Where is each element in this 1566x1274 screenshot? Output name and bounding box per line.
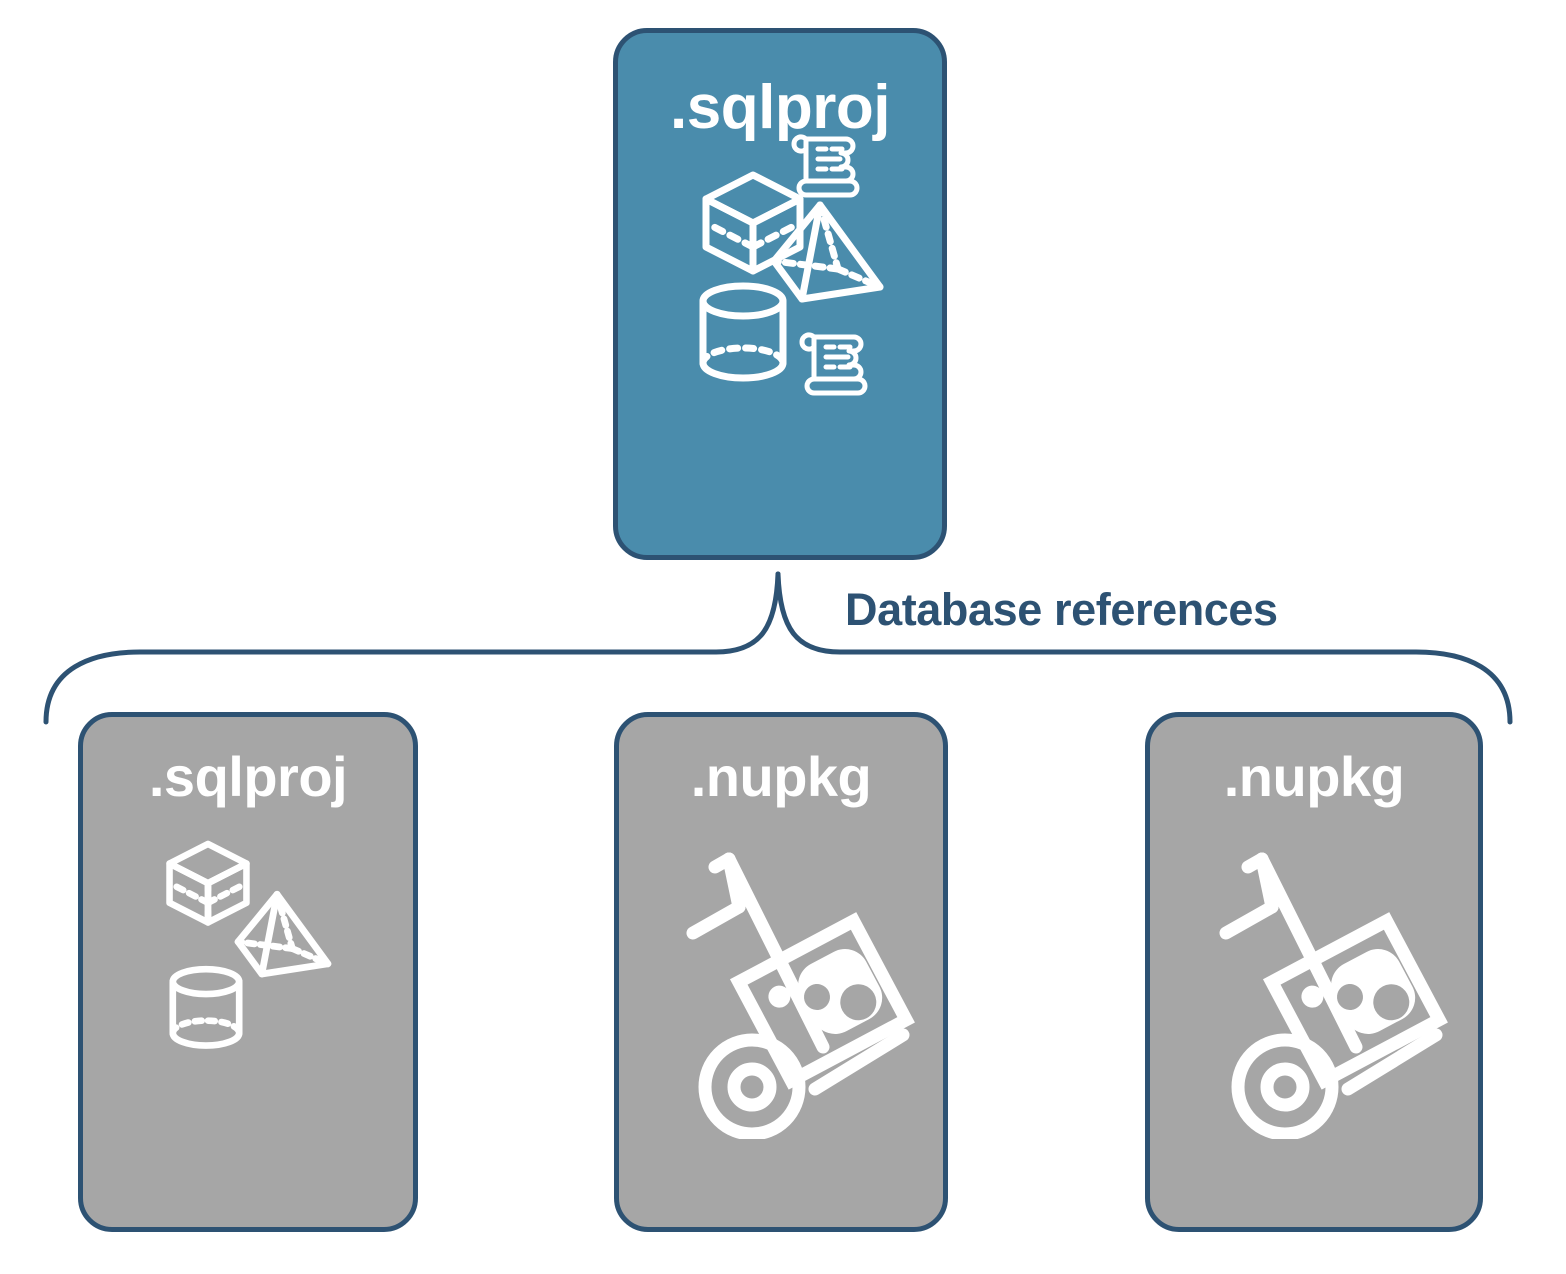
node-ref-nupkg-1[interactable]: .nupkg [614, 712, 948, 1232]
node-art-ref-nupkg-2 [1150, 805, 1478, 1227]
scroll-icon [799, 332, 868, 396]
node-title-ref-sqlproj: .sqlproj [148, 745, 348, 808]
node-title-ref-nupkg-2: .nupkg [1223, 745, 1405, 808]
node-ref-nupkg-2[interactable]: .nupkg [1145, 712, 1483, 1232]
brace-label-database-references: Database references [845, 584, 1278, 635]
hand-truck-package-icon [1219, 852, 1448, 1139]
pyramid-icon [770, 201, 884, 303]
cube-icon [166, 840, 250, 926]
node-ref-sqlproj[interactable]: .sqlproj [78, 712, 418, 1232]
pyramid-icon [234, 890, 332, 978]
node-art-ref-sqlproj [83, 805, 413, 1227]
node-title-ref-nupkg-1: .nupkg [690, 745, 872, 808]
cylinder-icon [699, 282, 787, 382]
hand-truck-package-icon [686, 852, 915, 1139]
cylinder-icon [169, 965, 243, 1049]
scroll-icon [791, 134, 860, 198]
node-root-sqlproj[interactable]: .sqlproj [613, 28, 947, 560]
node-title-root: .sqlproj [670, 73, 890, 142]
node-art-root [618, 134, 942, 555]
node-art-ref-nupkg-1 [619, 805, 943, 1227]
